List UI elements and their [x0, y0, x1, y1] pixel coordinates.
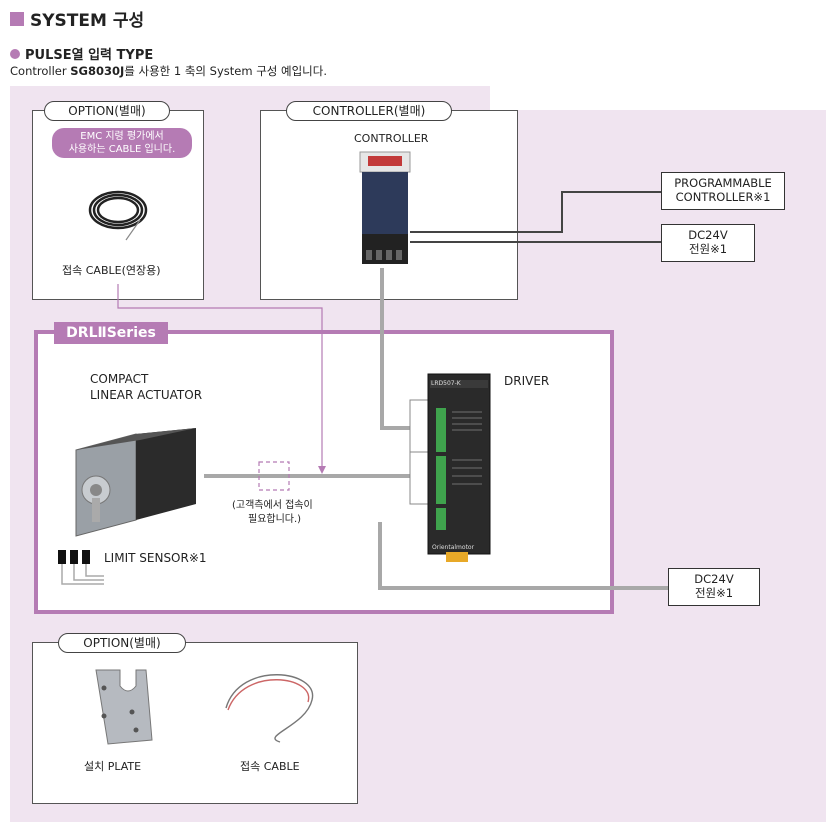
driver-terminal-box-top	[409, 399, 429, 453]
option-top-tag: OPTION(별매)	[44, 101, 170, 121]
dc24v-top-line2: 전원※1	[688, 242, 728, 256]
title-square-icon	[10, 11, 24, 26]
emc-note-line1: EMC 지령 평가에서	[80, 131, 164, 142]
driver-dc24v-wire	[378, 522, 668, 590]
mounting-plate-icon	[95, 669, 153, 745]
actuator-label-line2: LINEAR ACTUATOR	[90, 388, 203, 402]
control-wires	[410, 191, 661, 243]
controller-plc-wire	[410, 191, 661, 233]
controller-tag: CONTROLLER(별매)	[286, 101, 452, 121]
page-subtitle: PULSE열 입력 TYPE	[10, 44, 153, 63]
emc-note-line2: 사용하는 CABLE 입니다.	[68, 144, 176, 155]
drl-series-tag: DRLⅡSeries	[54, 322, 168, 344]
controller-device-icon	[359, 151, 411, 264]
controller-label: CONTROLLER	[354, 132, 429, 145]
extension-cable-label: 접속 CABLE(연장용)	[62, 264, 161, 277]
programmable-line1: PROGRAMMABLE	[674, 176, 772, 190]
driver-model-text: LRD507-K	[431, 380, 462, 387]
extension-cable-path	[117, 284, 323, 466]
limit-sensor-label: LIMIT SENSOR※1	[104, 551, 207, 565]
controller-driver-wire	[380, 268, 410, 430]
driver-label: DRIVER	[504, 374, 550, 388]
option-bottom-box	[32, 642, 358, 804]
page-title-text: SYSTEM 구성	[30, 11, 145, 31]
dc24v-bottom-line1: DC24V	[694, 572, 734, 586]
customer-connection-dashed-box	[258, 461, 290, 491]
dc24v-top-line1: DC24V	[688, 228, 728, 242]
page-title: SYSTEM 구성	[10, 6, 144, 31]
subtitle-dot-icon	[10, 48, 20, 59]
dc24v-bottom-box: DC24V 전원※1	[668, 568, 760, 606]
cable-coil-icon	[88, 190, 148, 241]
driver-brand-text: Orientalmotor	[432, 544, 475, 551]
actuator-label-line1: COMPACT	[90, 372, 149, 386]
driver-icon	[427, 373, 491, 562]
customer-note-line2: 필요합니다.)	[248, 514, 302, 525]
mounting-plate-label: 설치 PLATE	[84, 760, 142, 773]
driver-terminal-box-bottom	[409, 451, 429, 505]
dc24v-bottom-line2: 전원※1	[694, 586, 734, 600]
page-subtitle-text: PULSE열 입력 TYPE	[25, 48, 154, 63]
arrow-down-icon	[318, 466, 326, 474]
wires	[204, 268, 668, 590]
connection-cable-icon	[225, 674, 314, 743]
desc-model: SG8030J	[70, 64, 125, 78]
limit-sensor-icon	[58, 550, 104, 585]
page-description: Controller SG8030J를 사용한 1 축의 System 구성 예…	[10, 63, 327, 79]
customer-note-line1: (고객측에서 접속이	[232, 500, 313, 511]
desc-pre: Controller	[10, 64, 71, 78]
linear-actuator-icon	[75, 428, 196, 537]
programmable-controller-box: PROGRAMMABLE CONTROLLER※1	[661, 172, 785, 210]
connection-cable-label: 접속 CABLE	[240, 760, 300, 773]
programmable-line2: CONTROLLER※1	[675, 190, 771, 204]
dc24v-top-box: DC24V 전원※1	[661, 224, 755, 262]
option-bottom-tag: OPTION(별매)	[58, 633, 186, 653]
desc-post: 를 사용한 1 축의 System 구성 예입니다.	[124, 64, 327, 78]
emc-note: EMC 지령 평가에서 사용하는 CABLE 입니다.	[52, 128, 192, 158]
